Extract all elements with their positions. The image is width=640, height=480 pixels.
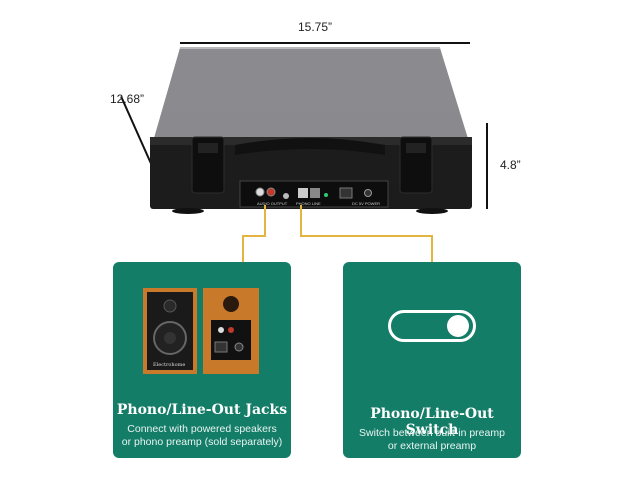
- speaker-rear-panel: [211, 320, 251, 360]
- switch-card-title: Phono/Line-Out Switch: [370, 406, 494, 438]
- panel-label-audio-output: AUDIO OUTPUT: [257, 201, 288, 206]
- panel-label-power: DC 5V POWER: [352, 201, 380, 206]
- jacks-card-description-line-2: or phono preamp (sold separately): [121, 436, 283, 448]
- phono-line-switch: [298, 188, 308, 198]
- turntable-base: [150, 137, 472, 209]
- switch-card-description-line-1: Switch between built-in preamp: [359, 427, 505, 439]
- panel-label-phono-line: PHONO LINE: [296, 201, 321, 206]
- width-dimension-label: 15.75”: [298, 20, 333, 34]
- height-dimension-line: [486, 123, 488, 209]
- depth-dimension-label: 12.68”: [110, 92, 145, 106]
- speakers-illustration: Electrohome: [143, 288, 259, 374]
- height-dimension-label: 4.8”: [500, 158, 521, 172]
- speaker-brand-label: Electrohome: [153, 362, 185, 368]
- jacks-card: Electrohome Phono/Line-Out Jacks Connect…: [113, 262, 291, 458]
- speaker-tweeter: [163, 299, 177, 313]
- switch-card-description-line-2: or external preamp: [387, 440, 477, 452]
- dc-power-jack: [364, 189, 372, 197]
- toggle-switch-icon: [388, 310, 476, 342]
- usb-port: [339, 187, 353, 199]
- toggle-knob: [447, 315, 469, 337]
- switch-connector-line: [300, 205, 433, 262]
- jacks-card-title: Phono/Line-Out Jacks: [116, 402, 288, 418]
- switch-card: Phono/Line-Out Switch Switch between bui…: [343, 262, 521, 458]
- turntable-illustration: AUDIO OUTPUT PHONO LINE DC 5V POWER: [150, 47, 472, 214]
- rca-jack-red: [266, 187, 276, 197]
- speaker-port: [223, 296, 239, 312]
- rca-jack-white: [255, 187, 265, 197]
- width-dimension-line: [180, 42, 470, 44]
- jacks-card-description-line-1: Connect with powered speakers: [127, 423, 277, 435]
